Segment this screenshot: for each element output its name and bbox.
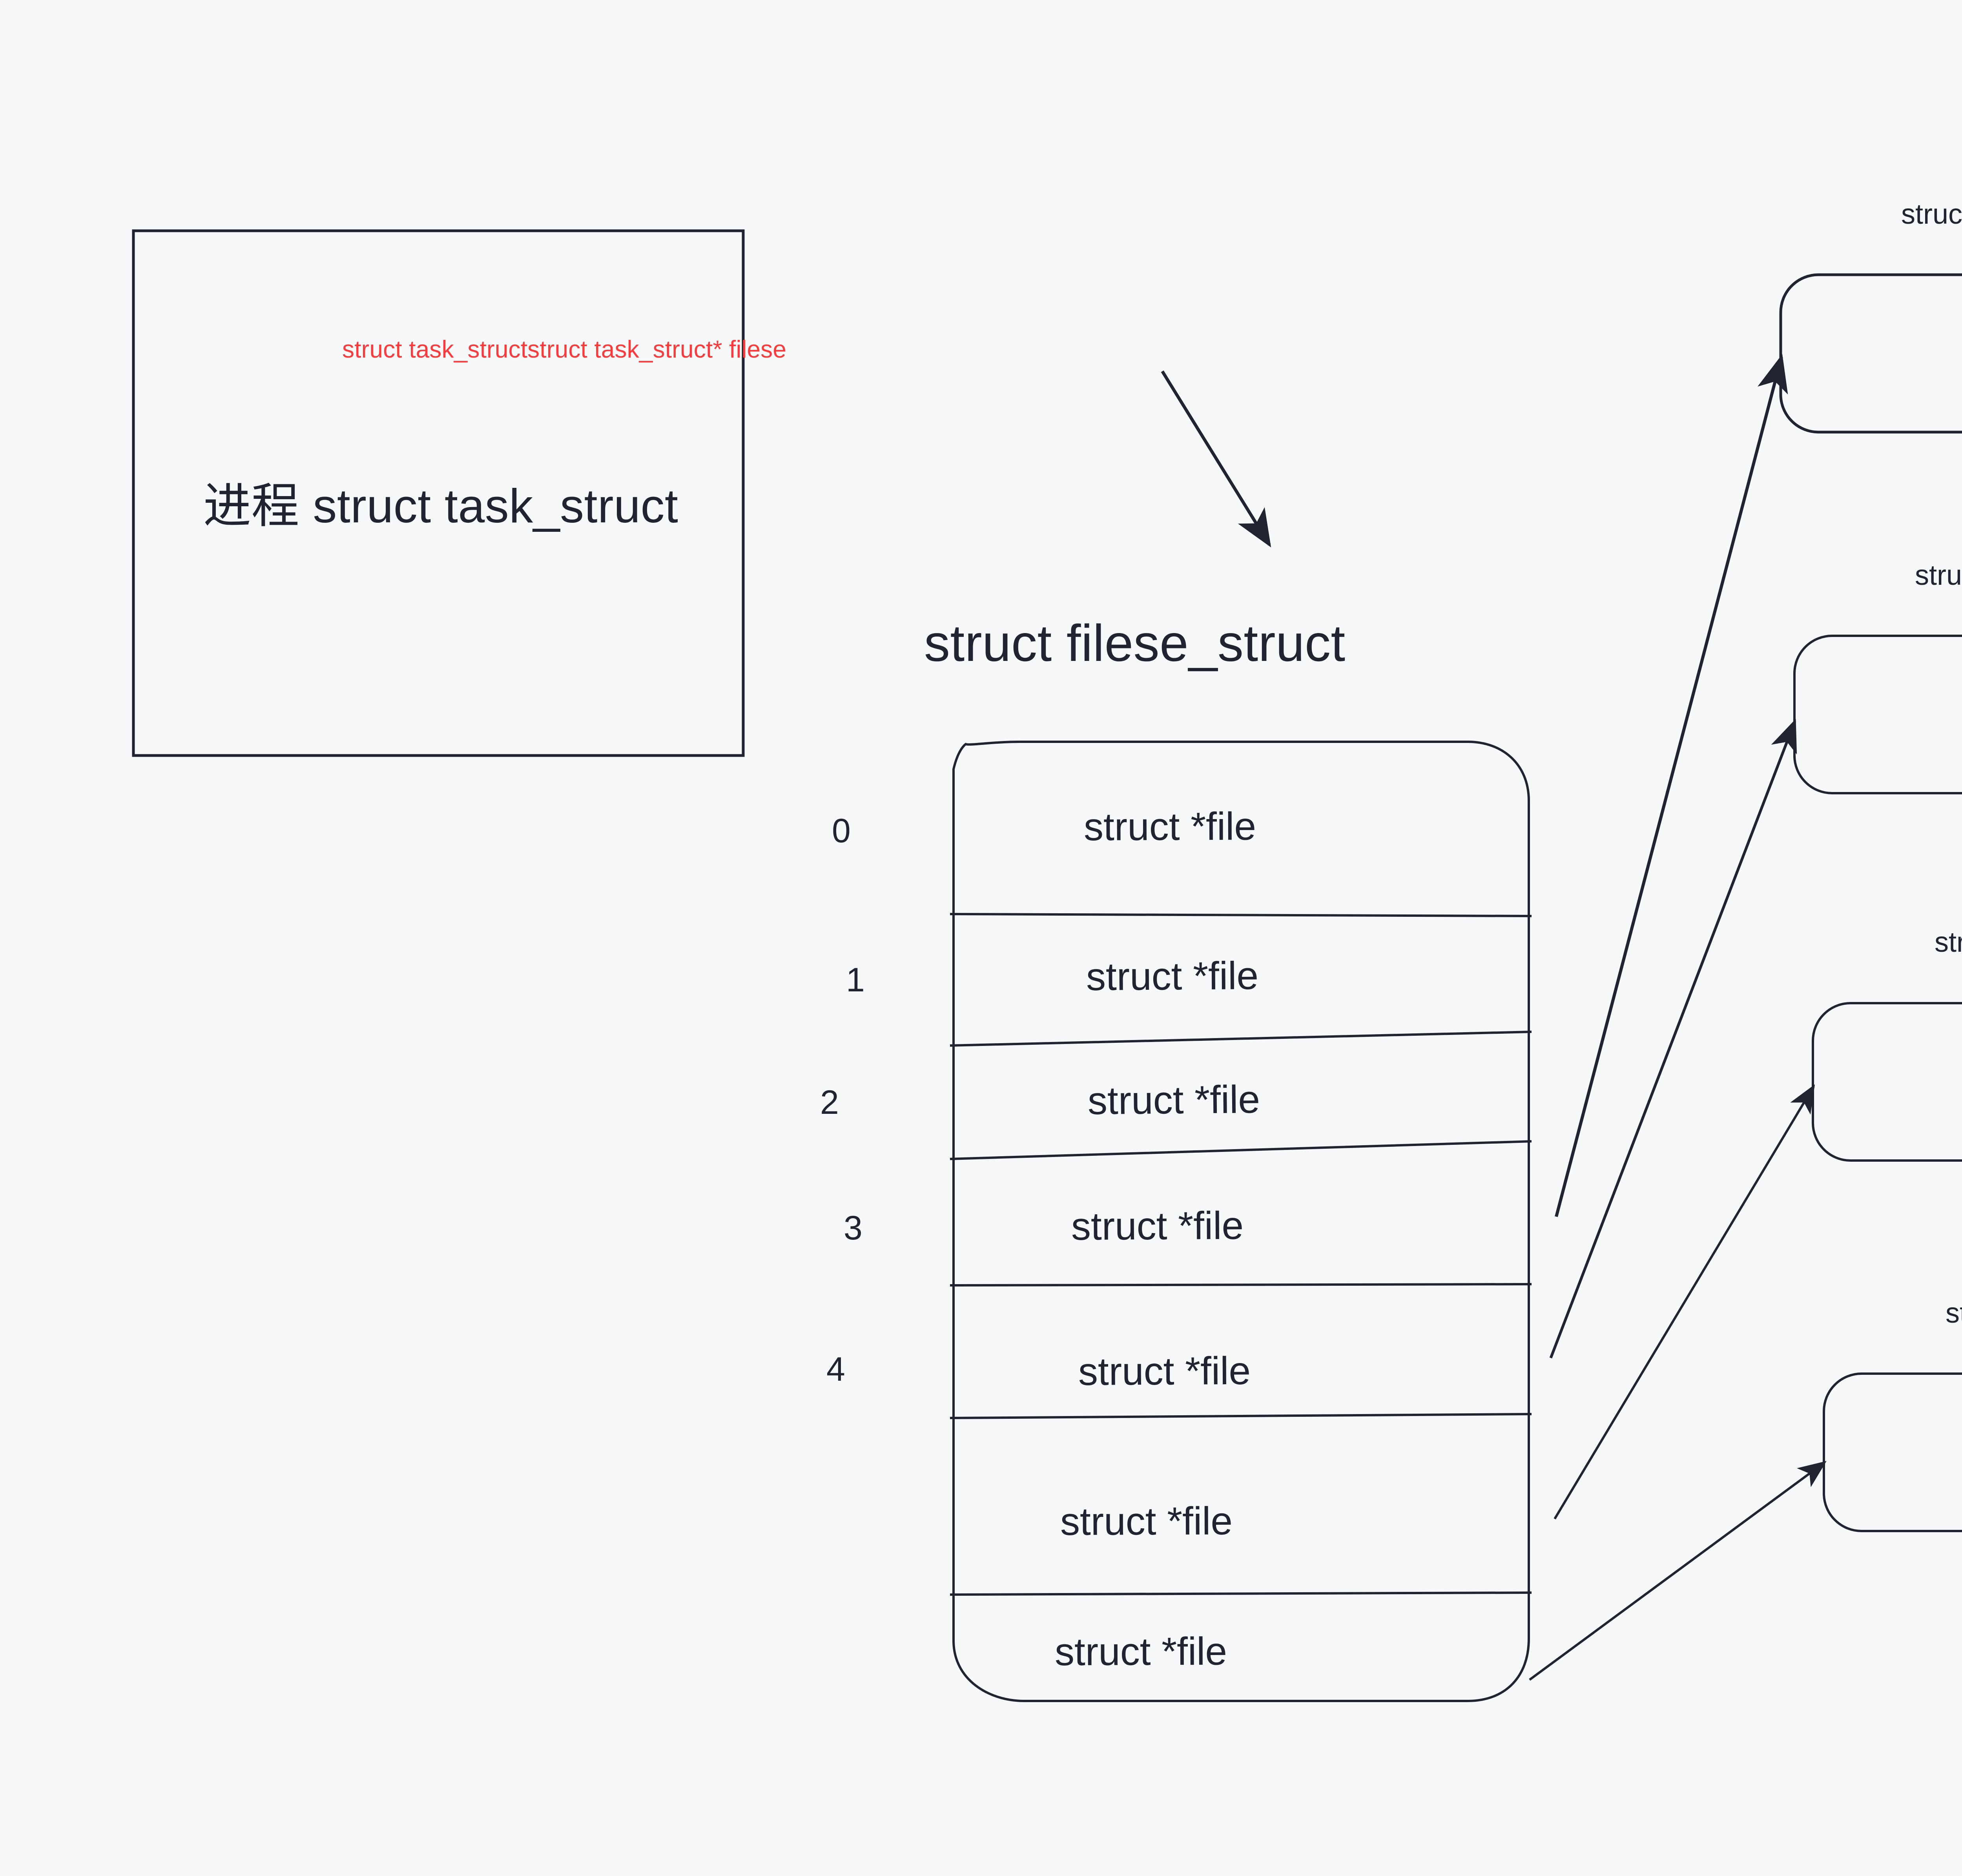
file-caption: struct file	[1935, 927, 1962, 958]
file-caption: struct file	[1946, 1298, 1962, 1329]
row-index-1: 1	[846, 961, 865, 999]
table-row-label: struct *file	[1054, 1629, 1227, 1674]
file-box	[1823, 1372, 1962, 1532]
filese-struct-heading: struct filese_struct	[924, 614, 1346, 672]
file-box	[1812, 1002, 1962, 1162]
task-struct-annotation: struct task_structstruct task_struct* fi…	[342, 336, 787, 363]
table-row-divider	[950, 1031, 1532, 1047]
table-row-label: struct *file	[1078, 1349, 1251, 1394]
file-caption: struct file	[1901, 199, 1962, 230]
table-row-divider	[950, 1140, 1532, 1160]
table-row-label: struct *file	[1087, 1077, 1260, 1123]
row-index-4: 4	[826, 1350, 845, 1388]
table-row-label: struct *file	[1083, 804, 1256, 849]
process-box-label: 进程 struct task_struct	[203, 479, 678, 533]
table-row-label: struct *file	[1086, 953, 1259, 999]
pointer-connector-2	[1549, 719, 1797, 1359]
table-row-divider	[950, 1591, 1532, 1596]
row-index-2: 2	[820, 1084, 839, 1121]
file-box	[1793, 635, 1962, 794]
annotation-leader-arrow	[1161, 370, 1271, 547]
row-index-0: 0	[832, 812, 851, 850]
table-row-divider	[950, 1283, 1532, 1287]
pointer-connector-3	[1554, 1084, 1815, 1520]
pointer-connector-4	[1529, 1461, 1827, 1681]
row-index-3: 3	[844, 1209, 862, 1247]
table-row-divider	[950, 1413, 1532, 1419]
table-row-divider	[950, 913, 1532, 917]
table-row-label: struct *file	[1071, 1203, 1244, 1248]
process-rectangle	[132, 229, 745, 757]
file-box	[1779, 273, 1962, 434]
pointer-connector-1	[1555, 354, 1788, 1217]
table-row-label: struct *file	[1060, 1499, 1233, 1544]
file-caption: struct file	[1915, 560, 1962, 591]
filese-table-outline	[952, 741, 1530, 1702]
